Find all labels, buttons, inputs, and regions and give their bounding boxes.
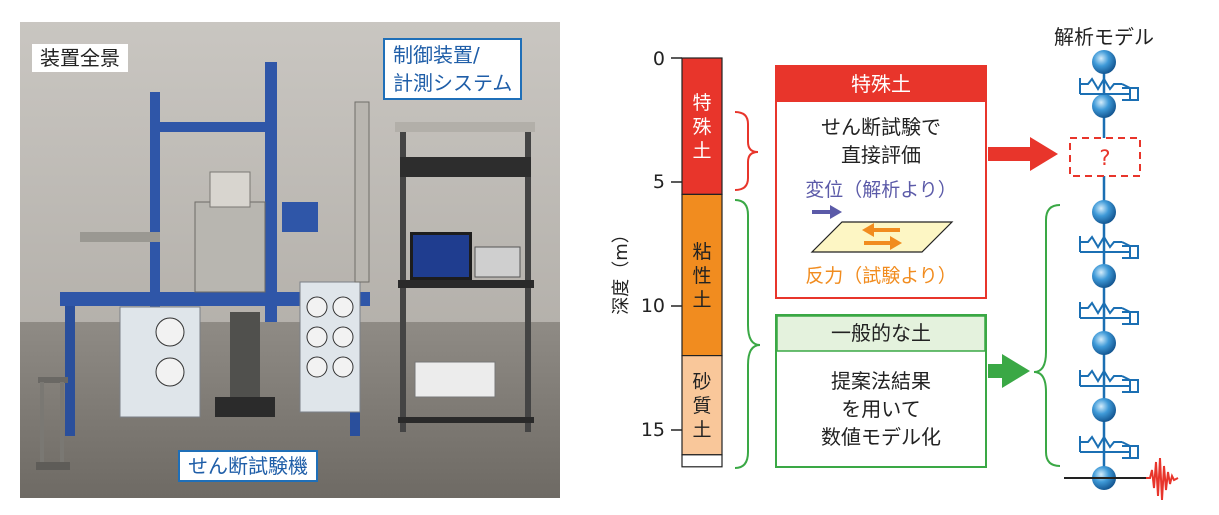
general-arrow-shaft bbox=[988, 364, 1004, 378]
general-arrow-head bbox=[1002, 354, 1030, 388]
soil-column-base bbox=[681, 454, 723, 468]
soil-layer-0-char-0: 特 bbox=[692, 92, 711, 114]
apparatus-illustration bbox=[20, 22, 560, 498]
soil-layer-1-char-1: 性 bbox=[692, 265, 711, 287]
special-soil-header: 特殊土 bbox=[851, 72, 911, 96]
model-elements bbox=[1079, 50, 1139, 490]
mass-node-4 bbox=[1092, 331, 1116, 355]
mass-node-0 bbox=[1092, 50, 1116, 74]
spring-1 bbox=[1080, 235, 1122, 249]
control-system-label-line1: 制御装置/ bbox=[393, 43, 480, 67]
special-arrow-shaft bbox=[988, 147, 1032, 161]
spring-3 bbox=[1080, 369, 1122, 383]
soil-layer-0-char-2: 土 bbox=[692, 140, 711, 162]
soil-layer-0 bbox=[681, 57, 723, 195]
general-soil-brace bbox=[734, 199, 761, 469]
general-soil-header-bg bbox=[776, 315, 986, 352]
mass-node-2 bbox=[1092, 200, 1116, 224]
displacement-label: 変位（解析より） bbox=[805, 179, 957, 201]
special-soil-line2: 直接評価 bbox=[841, 143, 921, 167]
mass-node-5 bbox=[1092, 398, 1116, 422]
dashpot-1 bbox=[1079, 236, 1139, 259]
soil-layer-2-char-1: 質 bbox=[692, 395, 711, 417]
general-soil-line3: 数値モデル化 bbox=[821, 425, 941, 449]
mass-node-3 bbox=[1092, 264, 1116, 288]
soil-layer-2-char-2: 土 bbox=[692, 419, 711, 441]
mass-node-1 bbox=[1092, 94, 1116, 118]
depth-tick-15: 15 bbox=[641, 419, 665, 441]
control-system-label-line2: 計測システム bbox=[393, 71, 513, 95]
reaction-label: 反力（試験より） bbox=[805, 265, 957, 287]
depth-tick-0: 0 bbox=[653, 48, 665, 70]
dashpot-2 bbox=[1079, 302, 1139, 325]
soil-layer-1-char-2: 土 bbox=[692, 289, 711, 311]
depth-tick-5: 5 bbox=[653, 171, 665, 193]
general-soil-line2: を用いて bbox=[841, 397, 920, 421]
displacement-arrowhead bbox=[830, 205, 842, 219]
soil-layer-2 bbox=[681, 355, 723, 456]
spring-0 bbox=[1080, 77, 1122, 91]
dashpot-3 bbox=[1079, 370, 1139, 393]
seismic-wave bbox=[1146, 457, 1179, 501]
soil-layer-1-char-0: 粘 bbox=[692, 241, 711, 263]
reaction-arrow-bottom-head bbox=[890, 236, 902, 250]
overview-label: 装置全景 bbox=[32, 44, 128, 72]
unknown-element-mark: ? bbox=[1099, 146, 1110, 170]
soil-layer-2-char-0: 砂 bbox=[692, 371, 711, 393]
special-arrow-head bbox=[1030, 137, 1058, 171]
shear-machine-label: せん断試験機 bbox=[178, 450, 318, 482]
dashpot-4 bbox=[1079, 436, 1139, 459]
control-system-label: 制御装置/ 計測システム bbox=[383, 38, 523, 100]
special-soil-header-bg bbox=[776, 66, 986, 102]
soil-layer-0-char-1: 殊 bbox=[692, 116, 711, 138]
apparatus-photo: 装置全景 制御装置/ 計測システム せん断試験機 bbox=[20, 22, 560, 498]
model-general-brace bbox=[1033, 204, 1061, 467]
dashpot-0 bbox=[1079, 78, 1139, 101]
general-soil-header: 一般的な土 bbox=[831, 321, 931, 345]
general-soil-line1: 提案法結果 bbox=[831, 369, 931, 393]
special-soil-line1: せん断試験で bbox=[821, 115, 941, 139]
spring-4 bbox=[1080, 435, 1122, 449]
reaction-arrow-top-head bbox=[862, 223, 874, 237]
model-title: 解析モデル bbox=[1054, 25, 1154, 49]
shear-parallelogram bbox=[810, 221, 954, 253]
depth-axis-label: 深度（m） bbox=[611, 225, 632, 315]
special-soil-brace bbox=[734, 111, 759, 191]
spring-2 bbox=[1080, 301, 1122, 315]
unknown-element-box bbox=[1069, 137, 1141, 177]
depth-tick-10: 10 bbox=[641, 295, 665, 317]
